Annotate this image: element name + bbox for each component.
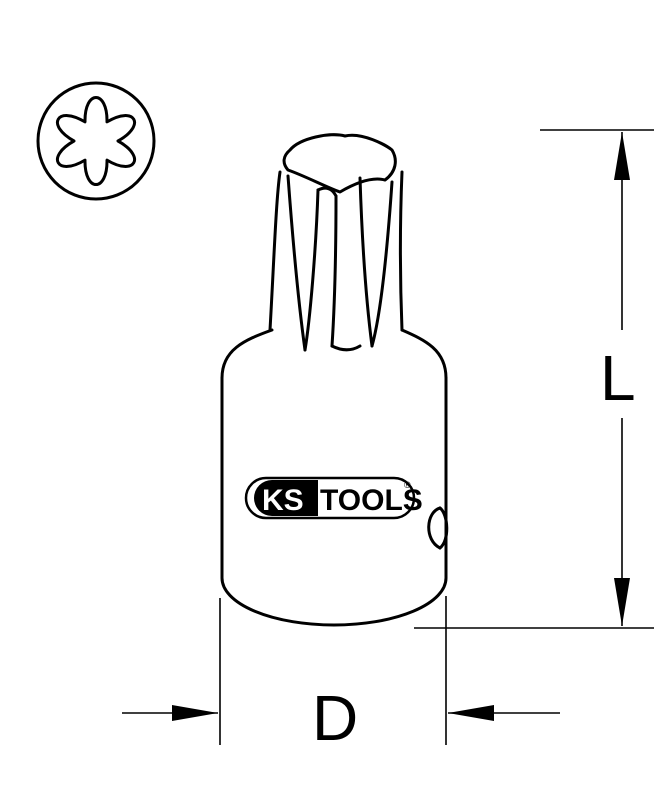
diameter-arrow-icon — [172, 705, 218, 721]
length-arrow-icon — [614, 578, 630, 626]
ks-tools-logo: KS TOOLS ® — [244, 476, 423, 520]
logo-brand-right: TOOLS — [320, 484, 423, 517]
logo-registered-mark: ® — [404, 480, 411, 490]
length-arrow-icon — [614, 132, 630, 180]
torx-bit-tip — [268, 133, 404, 352]
torx-profile-icon — [36, 81, 156, 201]
length-label: L — [600, 342, 636, 414]
diameter-dimension: D — [122, 596, 560, 754]
diameter-arrow-icon — [448, 705, 494, 721]
length-dimension: L — [414, 129, 654, 629]
socket-body — [220, 328, 449, 627]
diameter-label: D — [312, 682, 358, 754]
logo-brand-left: KS — [262, 484, 304, 517]
